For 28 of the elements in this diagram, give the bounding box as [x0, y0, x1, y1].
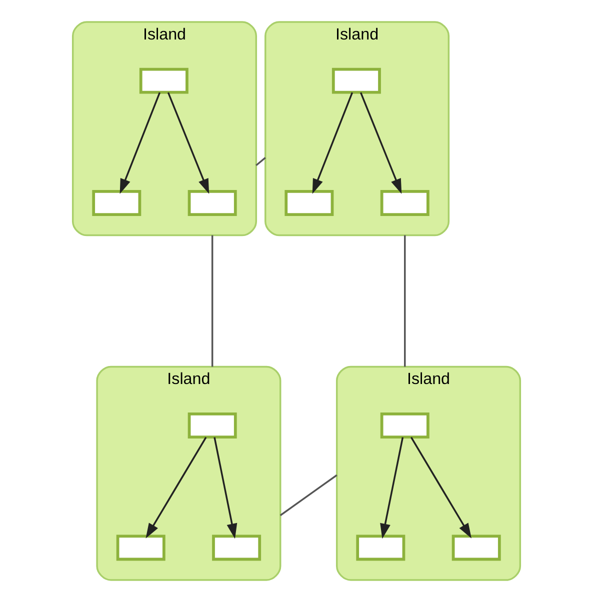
node-box	[139, 68, 188, 94]
cluster: Island	[336, 366, 522, 581]
cluster: Island	[96, 366, 282, 581]
cluster: Island	[72, 21, 258, 236]
arrow	[214, 437, 238, 539]
node-box	[380, 190, 430, 216]
connector	[256, 157, 266, 166]
arrow	[360, 92, 402, 194]
node-box	[92, 190, 142, 216]
connector	[280, 474, 338, 516]
connector	[211, 235, 214, 367]
node-box	[356, 534, 406, 561]
connector	[404, 235, 406, 367]
arrow	[120, 92, 161, 194]
arrow	[410, 436, 472, 538]
node-box	[380, 412, 430, 438]
node-box	[332, 68, 381, 94]
cluster: Island	[264, 21, 450, 236]
arrow	[312, 92, 354, 194]
node-box	[284, 190, 334, 216]
node-box	[188, 412, 237, 438]
node-box	[212, 534, 262, 561]
node-box	[116, 534, 166, 561]
arrow	[167, 92, 210, 194]
arrow	[380, 437, 404, 539]
node-box	[452, 534, 501, 561]
arrow	[146, 436, 207, 538]
node-box	[188, 190, 237, 216]
